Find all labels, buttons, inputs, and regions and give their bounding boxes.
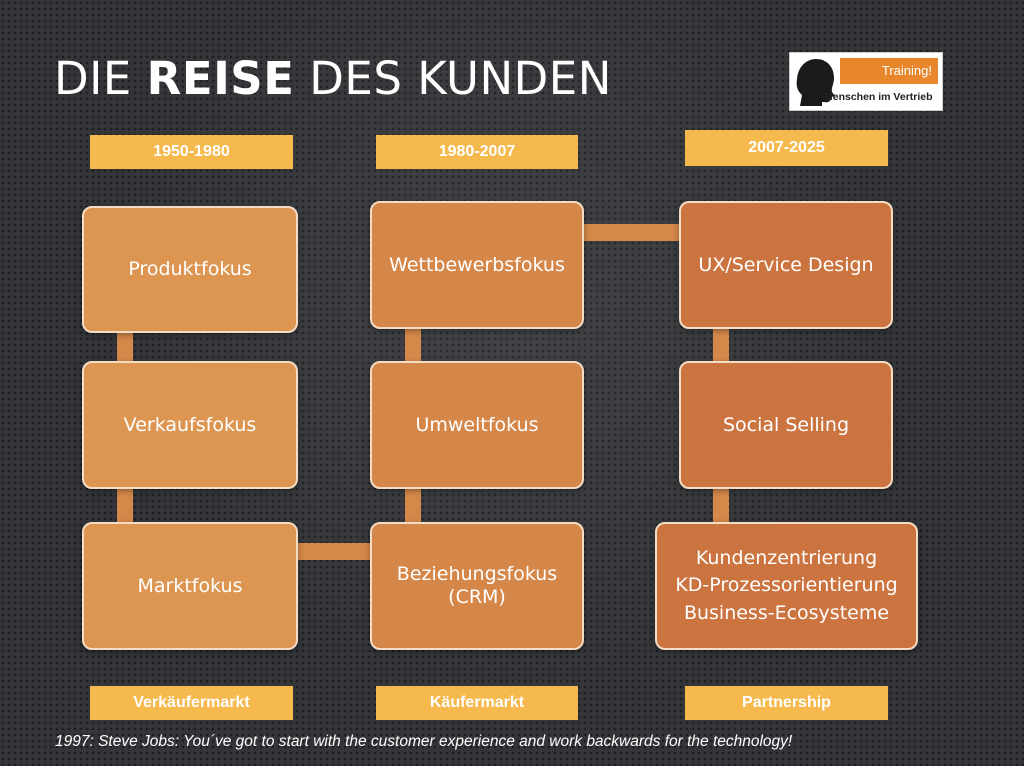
steve-jobs-quote: 1997: Steve Jobs: You´ve got to start wi… [55,733,793,750]
title-part-1: DIE [54,52,147,105]
box-beziehungsfokus: Beziehungsfokus (CRM) [370,522,584,650]
box-line-kundenzentrierung: Kundenzentrierung [695,546,878,569]
box-line-kd-prozessorientierung: KD-Prozessorientierung [675,574,898,597]
connector-wettbewerb-ux [583,224,682,241]
logo-banner: Training! [840,58,938,84]
box-social-selling: Social Selling [679,361,893,489]
connector-markt-beziehung [298,543,374,560]
box-line-business-ecosysteme: Business-Ecosysteme [683,601,890,624]
box-verkaufsfokus: Verkaufsfokus [82,361,298,489]
connector-beziehung-umwelt [405,487,421,525]
box-marktfokus: Marktfokus [82,522,298,650]
connector-umwelt-wettbewerb [405,326,421,364]
connector-social-kunden [713,487,729,525]
connector-verkauf-markt [117,487,133,525]
period-tag-1: 1950-1980 [90,135,293,169]
market-tag-1: Verkäufermarkt [90,686,293,720]
training-logo: Training! Menschen im Vertrieb [789,52,943,111]
connector-ux-social [713,326,729,364]
period-tag-3: 2007-2025 [685,130,888,166]
market-tag-3: Partnership [685,686,888,720]
box-umweltfokus: Umweltfokus [370,361,584,489]
speaking-head-icon [796,59,835,106]
logo-subtitle: Menschen im Vertrieb [824,91,933,103]
connector-produkt-verkauf [117,330,133,364]
period-tag-2: 1980-2007 [376,135,578,169]
slide-title: DIE REISE DES KUNDEN [54,52,612,105]
title-part-2: DES KUNDEN [294,52,612,105]
title-bold: REISE [146,52,295,105]
box-wettbewerbsfokus: Wettbewerbsfokus [370,201,584,329]
market-tag-2: Käufermarkt [376,686,578,720]
box-ux-service-design: UX/Service Design [679,201,893,329]
box-produktfokus: Produktfokus [82,206,298,333]
box-kundenzentrierung: Kundenzentrierung KD-Prozessorientierung… [655,522,918,650]
